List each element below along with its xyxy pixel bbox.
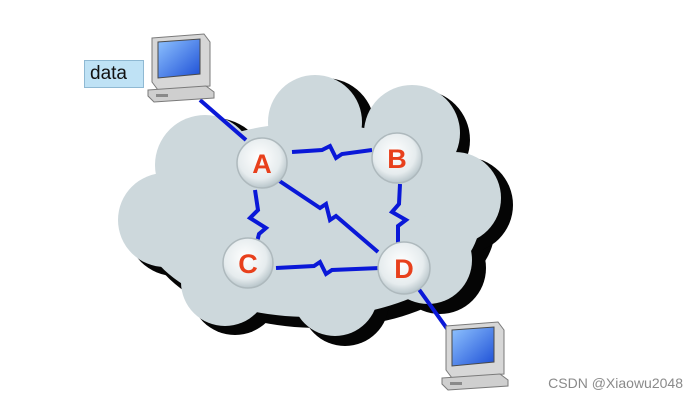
data-label: data (84, 60, 144, 88)
cloud (118, 75, 501, 336)
link-d-destination (416, 286, 450, 332)
computer-icon (147, 33, 215, 103)
node-d: D (377, 241, 431, 295)
node-b: B (371, 132, 423, 184)
node-b-label: B (387, 144, 407, 174)
watermark: CSDN @Xiaowu2048 (548, 375, 683, 391)
link-a-d (276, 178, 380, 254)
link-c-d (275, 259, 381, 277)
node-a: A (236, 137, 288, 189)
link-source-a (198, 98, 248, 142)
network-links (246, 143, 410, 277)
node-d-label: D (394, 254, 414, 284)
link-a-c (246, 189, 270, 243)
node-a-label: A (252, 149, 272, 179)
link-a-b (291, 143, 373, 161)
link-b-d (388, 183, 410, 244)
access-links (198, 98, 450, 332)
node-c-label: C (238, 249, 258, 279)
computer-icon (441, 321, 509, 391)
node-c: C (222, 237, 274, 289)
